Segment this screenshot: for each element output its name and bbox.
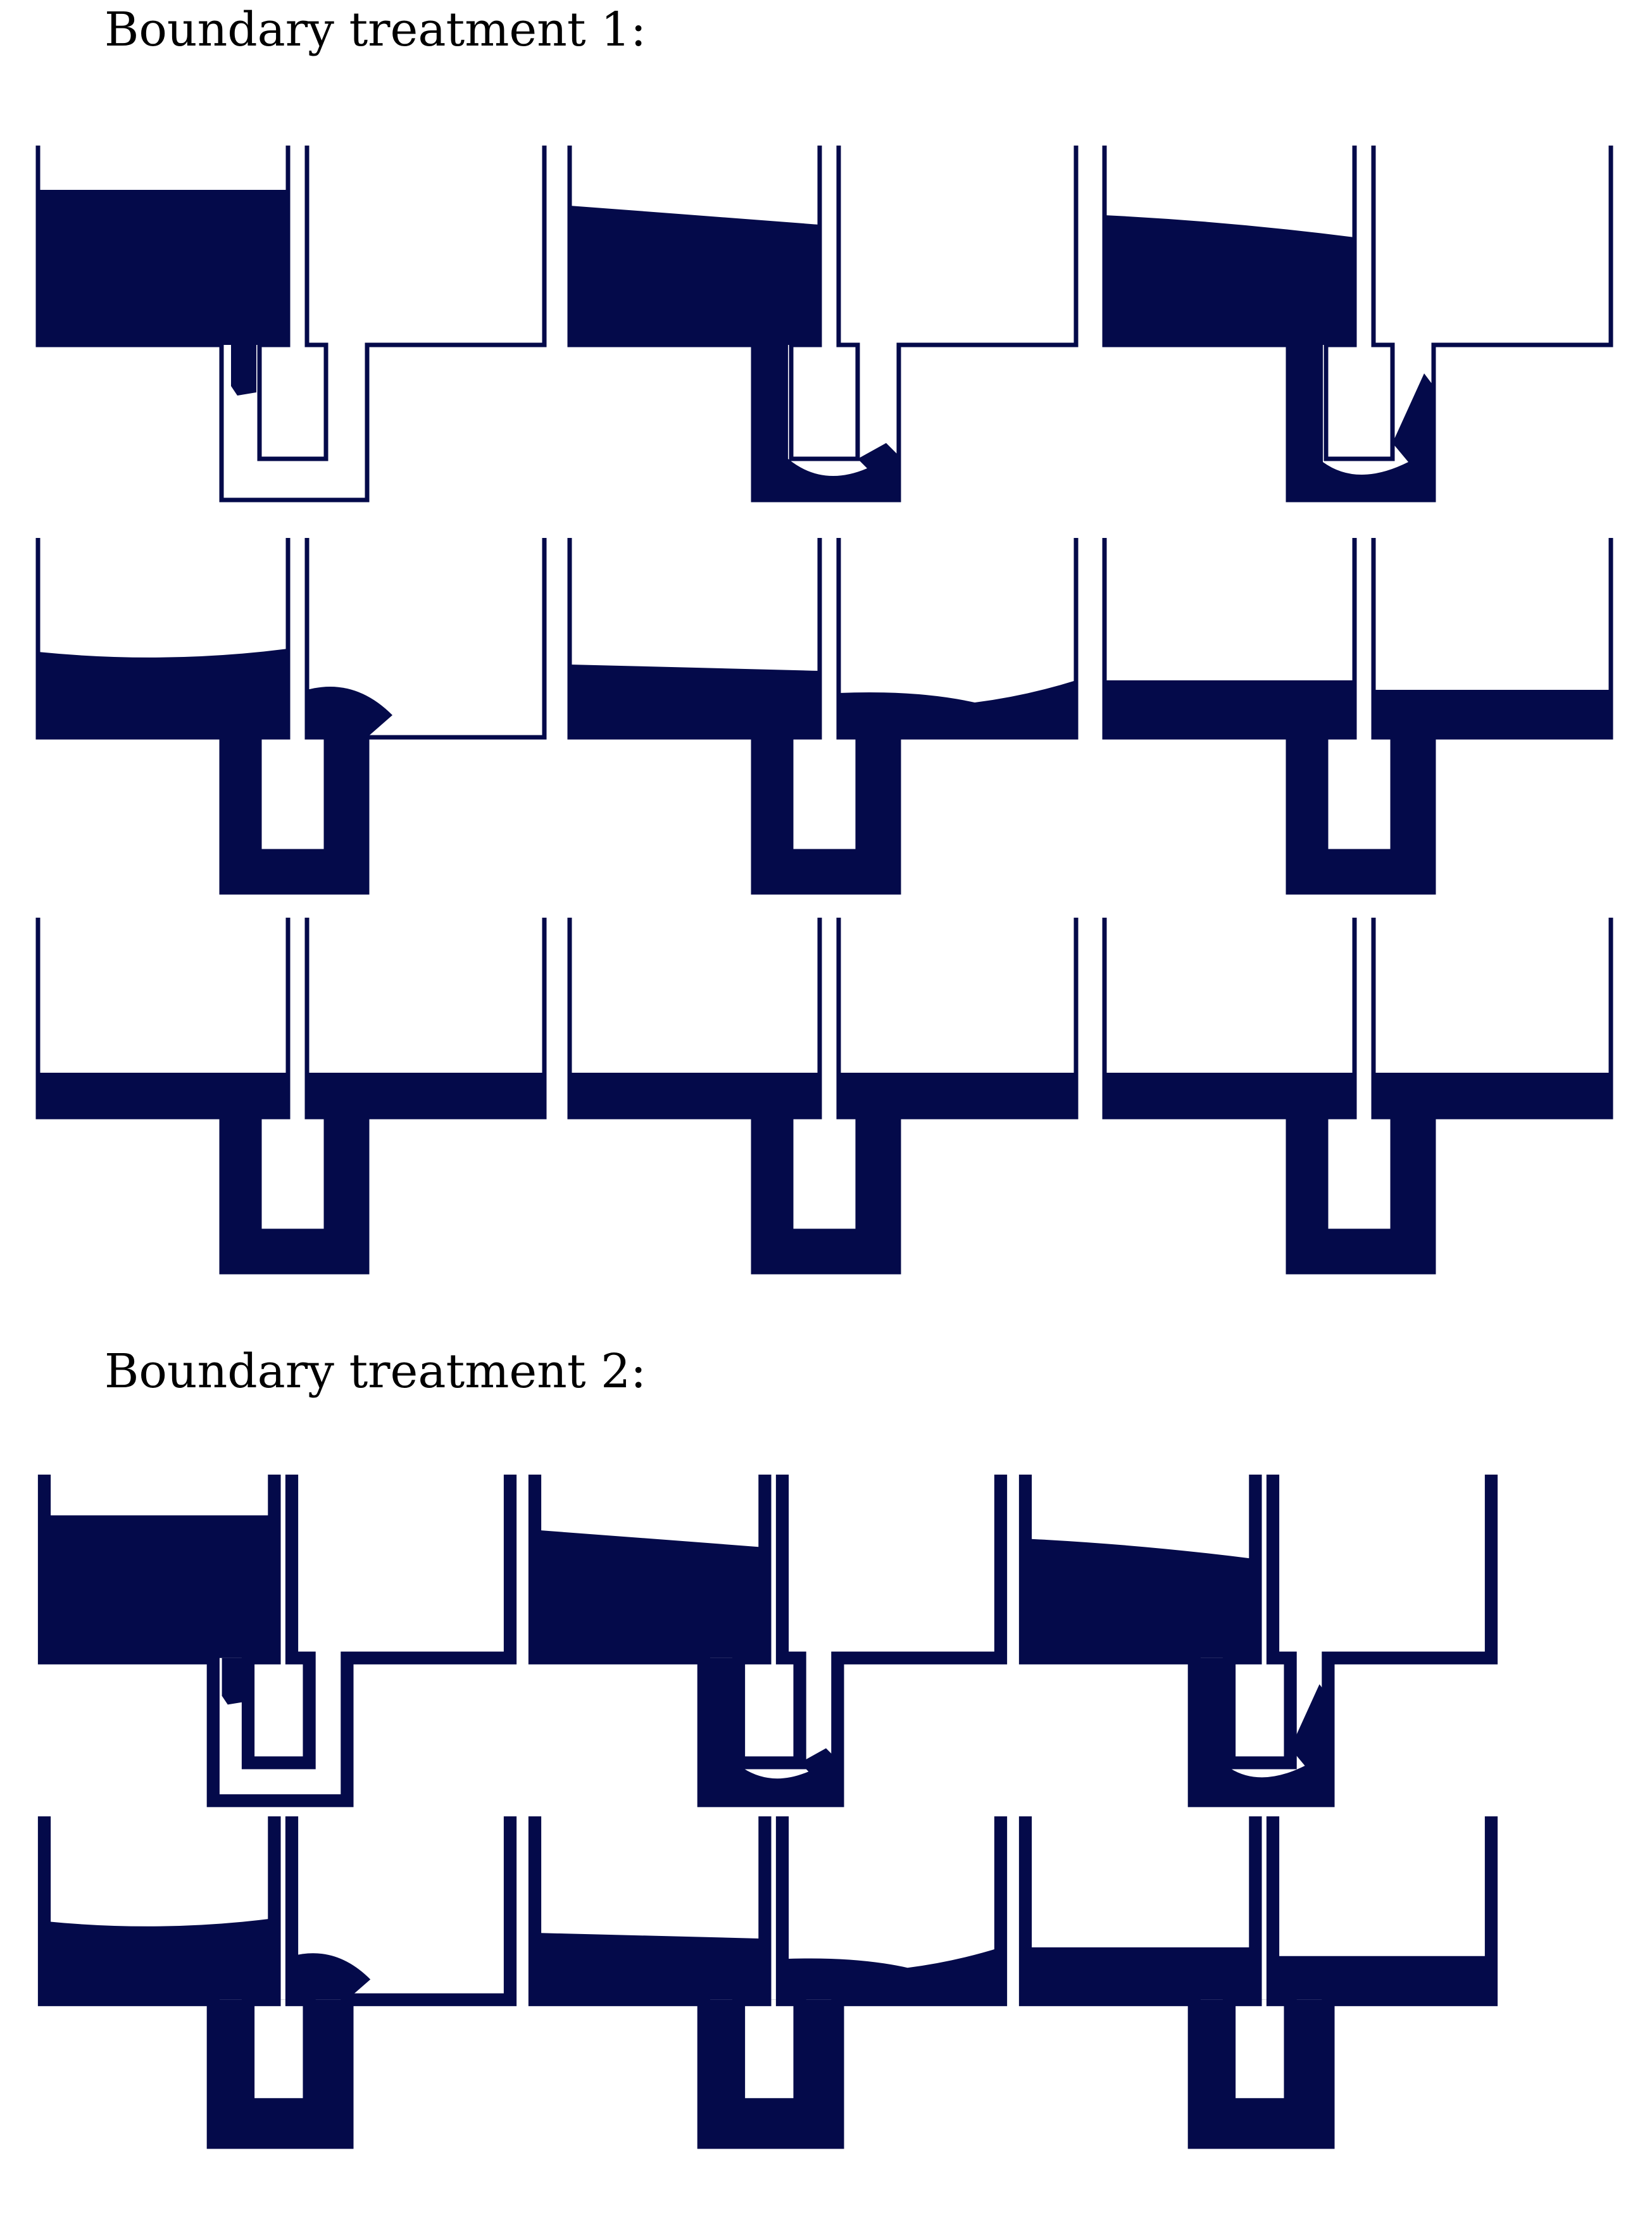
treatment1-snapshot-3 (1102, 146, 1613, 503)
treatment1-snapshot-2 (567, 146, 1079, 503)
treatment1-snapshot-7 (35, 918, 547, 1275)
treatment2-snapshot-3 (1018, 1475, 1498, 1808)
treatment1-snapshot-5 (567, 538, 1079, 895)
treatment1-snapshot-9 (1102, 918, 1613, 1275)
treatment2-snapshot-1 (37, 1475, 517, 1808)
treatment2-snapshot-6 (1018, 1816, 1498, 2149)
treatment2-snapshot-2 (528, 1475, 1008, 1808)
treatment1-snapshot-4 (35, 538, 547, 895)
treatment2-snapshot-5 (528, 1816, 1008, 2149)
treatment2-snapshot-4 (37, 1816, 517, 2149)
treatment1-snapshot-1 (35, 146, 547, 503)
section-1-heading: Boundary treatment 1: (104, 3, 647, 57)
treatment1-snapshot-6 (1102, 538, 1613, 895)
section-2-heading: Boundary treatment 2: (104, 1344, 647, 1399)
treatment1-snapshot-8 (567, 918, 1079, 1275)
